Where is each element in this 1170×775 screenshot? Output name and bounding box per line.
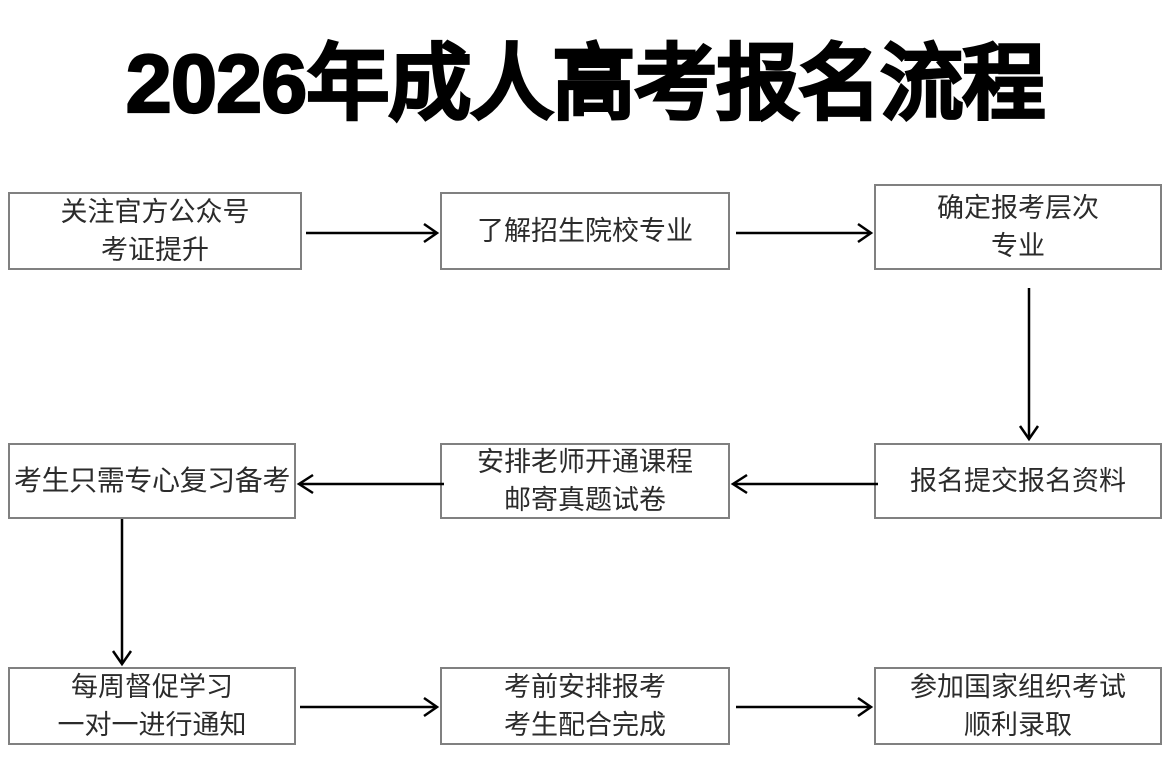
arrow-node1-to-node2 — [306, 222, 440, 244]
flow-node-7[interactable]: 每周督促学习 一对一进行通知 — [8, 667, 296, 745]
flow-node-4-line-1: 报名提交报名资料 — [910, 466, 1126, 496]
flow-node-8-line-2: 考生配合完成 — [504, 710, 666, 740]
flow-node-3[interactable]: 确定报考层次 专业 — [874, 184, 1162, 270]
arrow-node3-to-node4 — [1018, 288, 1040, 444]
flow-node-5[interactable]: 安排老师开通课程 邮寄真题试卷 — [440, 443, 730, 519]
flow-node-1-line-1: 关注官方公众号 — [60, 197, 250, 227]
flow-node-2[interactable]: 了解招生院校专业 — [440, 192, 730, 270]
arrow-node5-to-node6 — [296, 473, 444, 495]
flow-node-8[interactable]: 考前安排报考 考生配合完成 — [440, 667, 730, 745]
arrow-node7-to-node8 — [300, 696, 440, 718]
flow-node-6-line-1: 考生只需专心复习备考 — [13, 465, 290, 496]
flow-node-5-line-2: 邮寄真题试卷 — [504, 485, 666, 515]
flow-node-3-line-2: 专业 — [991, 231, 1045, 261]
arrow-node8-to-node9 — [736, 696, 874, 718]
flow-node-9[interactable]: 参加国家组织考试 顺利录取 — [874, 667, 1162, 745]
flow-node-9-line-2: 顺利录取 — [964, 710, 1072, 740]
flow-node-9-line-1: 参加国家组织考试 — [910, 672, 1126, 702]
flow-node-8-line-1: 考前安排报考 — [504, 672, 666, 702]
page-title: 2026年成人高考报名流程 — [125, 36, 1047, 131]
flow-node-3-line-1: 确定报考层次 — [937, 193, 1099, 223]
flow-node-1[interactable]: 关注官方公众号 考证提升 — [8, 192, 302, 270]
flow-node-5-line-1: 安排老师开通课程 — [477, 447, 693, 477]
flow-node-6[interactable]: 考生只需专心复习备考 — [8, 443, 296, 519]
arrow-node4-to-node5 — [730, 473, 878, 495]
arrow-node2-to-node3 — [736, 222, 874, 244]
flow-node-7-line-1: 每周督促学习 — [71, 672, 233, 702]
flow-node-4[interactable]: 报名提交报名资料 — [874, 443, 1162, 519]
flow-node-7-line-2: 一对一进行通知 — [57, 710, 247, 740]
arrow-node6-to-node7 — [111, 519, 133, 669]
flow-node-2-line-1: 了解招生院校专业 — [477, 216, 693, 246]
flow-node-1-line-2: 考证提升 — [101, 235, 209, 265]
